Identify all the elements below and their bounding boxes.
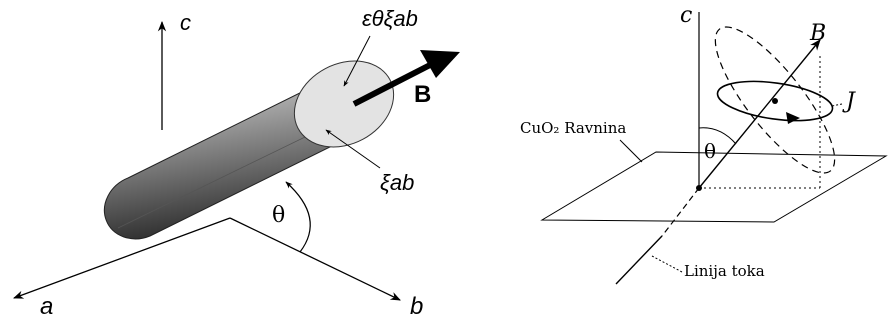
vortex-center-dot [772, 98, 778, 104]
b-axis-label: b [410, 293, 423, 320]
theta-arc [285, 181, 311, 253]
a-axis [13, 217, 231, 299]
right-figure: c θ B J CuO₂ Ravnina Linija toka [520, 3, 888, 285]
cylinder-seam [117, 119, 341, 229]
left-figure: c a b θ B εθξab ξab [13, 6, 460, 320]
origin-dot [696, 185, 702, 191]
flux-line-label-leader [651, 255, 683, 273]
flux-line-lower [615, 235, 663, 285]
plane-label-leader [619, 139, 643, 163]
b-axis [229, 217, 401, 301]
epsilon-xi-label: εθξab [362, 6, 418, 31]
theta-arc-right [698, 127, 737, 145]
cuo2-plane [540, 151, 888, 223]
flux-line-upper [698, 39, 821, 189]
xi-ab-label: ξab [380, 170, 414, 195]
field-label-b-left: B [414, 81, 431, 108]
flux-line-label: Linija toka [684, 262, 765, 280]
epsilon-xi-pointer [343, 35, 371, 87]
current-label-j: J [842, 89, 856, 114]
cylinder-end-cap [293, 60, 395, 148]
theta-label-left: θ [272, 203, 285, 228]
field-arrow-b-head [420, 50, 460, 78]
plane-label: CuO₂ Ravnina [520, 119, 626, 137]
c-axis-label: c [180, 10, 191, 35]
c-axis-right-label: c [680, 3, 692, 28]
field-arrow-b [352, 61, 434, 107]
current-label-leader [831, 103, 843, 107]
flux-line-hidden [661, 187, 700, 237]
flux-cylinder [103, 83, 341, 240]
current-loop-j [716, 80, 834, 122]
theta-label-right: θ [704, 139, 716, 163]
current-loop-arrowhead [786, 112, 800, 124]
a-axis-label: a [40, 293, 53, 320]
xi-ab-pointer [325, 129, 381, 169]
vortex-plane-dashed [714, 26, 836, 174]
field-label-b-right: B [809, 21, 826, 46]
